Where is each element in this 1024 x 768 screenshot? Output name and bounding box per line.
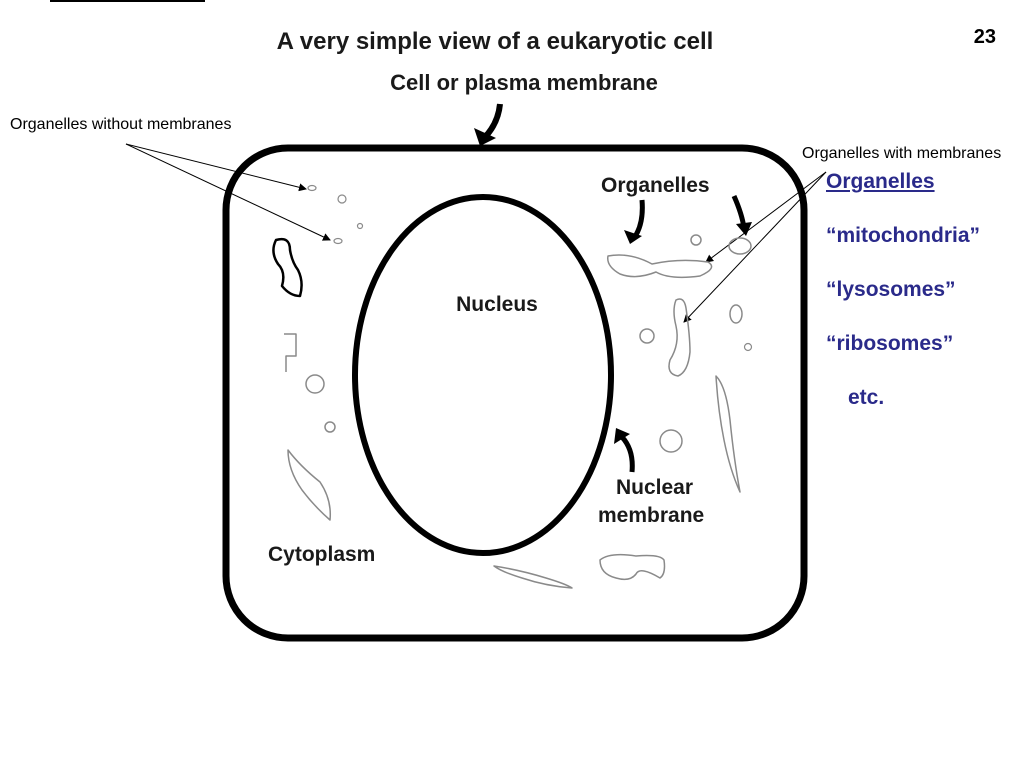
ribosome — [356, 222, 364, 230]
ribosome — [307, 184, 317, 192]
nucleus — [352, 194, 614, 556]
mitochondrion — [607, 254, 713, 279]
example-ribosomes: “ribosomes” — [826, 332, 954, 355]
mitochondria — [284, 254, 741, 589]
lysosome — [659, 429, 683, 453]
example-lysosomes: “lysosomes” — [826, 278, 956, 301]
cytoplasm-label: Cytoplasm — [268, 543, 375, 566]
lysosome — [729, 304, 743, 324]
nuclear-membrane-arrow — [620, 435, 635, 473]
organelles-arrowhead-right — [736, 222, 752, 236]
lysosome — [728, 237, 752, 255]
mitochondrion — [668, 298, 691, 377]
lysosome — [639, 328, 655, 344]
organelles-label: Organelles — [601, 174, 710, 197]
nuclear-membrane-arrowhead — [614, 428, 630, 444]
organelles-arrow-left — [631, 199, 645, 240]
cell-membrane — [222, 144, 808, 642]
organelle-examples: Organelles “mitochondria” “lysosomes” “r… — [826, 170, 980, 410]
page-number: 23 — [973, 26, 996, 48]
mitochondrion — [715, 375, 741, 493]
pointer-with-1 — [705, 171, 827, 263]
lysosomes — [305, 234, 752, 453]
pointer-without-2 — [125, 143, 331, 241]
pointer-with-2 — [683, 171, 827, 323]
example-etc: etc. — [848, 386, 885, 409]
example-mitochondria: “mitochondria” — [826, 224, 981, 247]
mitochondrion — [599, 553, 666, 581]
lysosome — [305, 374, 325, 394]
organelles-with-membranes-label: Organelles with membranes — [802, 145, 1001, 162]
ribosome — [337, 194, 347, 204]
examples-heading: Organelles — [826, 170, 935, 193]
vacuole — [272, 237, 303, 298]
diagram-title: A very simple view of a eukaryotic cell — [277, 28, 714, 55]
pointer-without-1 — [125, 143, 307, 192]
ribosomes — [307, 184, 753, 352]
nuclear-membrane-label-line2: membrane — [598, 504, 704, 527]
mitochondrion — [287, 449, 332, 521]
nucleus-label: Nucleus — [456, 293, 538, 316]
ribosome — [743, 342, 753, 352]
lysosome — [690, 234, 702, 246]
organelles-without-membranes-label: Organelles without membranes — [10, 116, 231, 133]
cell-membrane-arrowhead — [474, 128, 496, 146]
organelles-arrowhead-left — [624, 230, 642, 244]
er-fragment — [284, 333, 297, 372]
lysosome — [324, 421, 336, 433]
cell-membrane-arrow — [481, 103, 503, 141]
cell-membrane-label: Cell or plasma membrane — [390, 70, 658, 95]
ribosome — [333, 237, 343, 245]
top-rule — [50, 0, 205, 2]
nuclear-membrane-label-line1: Nuclear — [616, 476, 693, 499]
mitochondrion — [493, 565, 573, 589]
